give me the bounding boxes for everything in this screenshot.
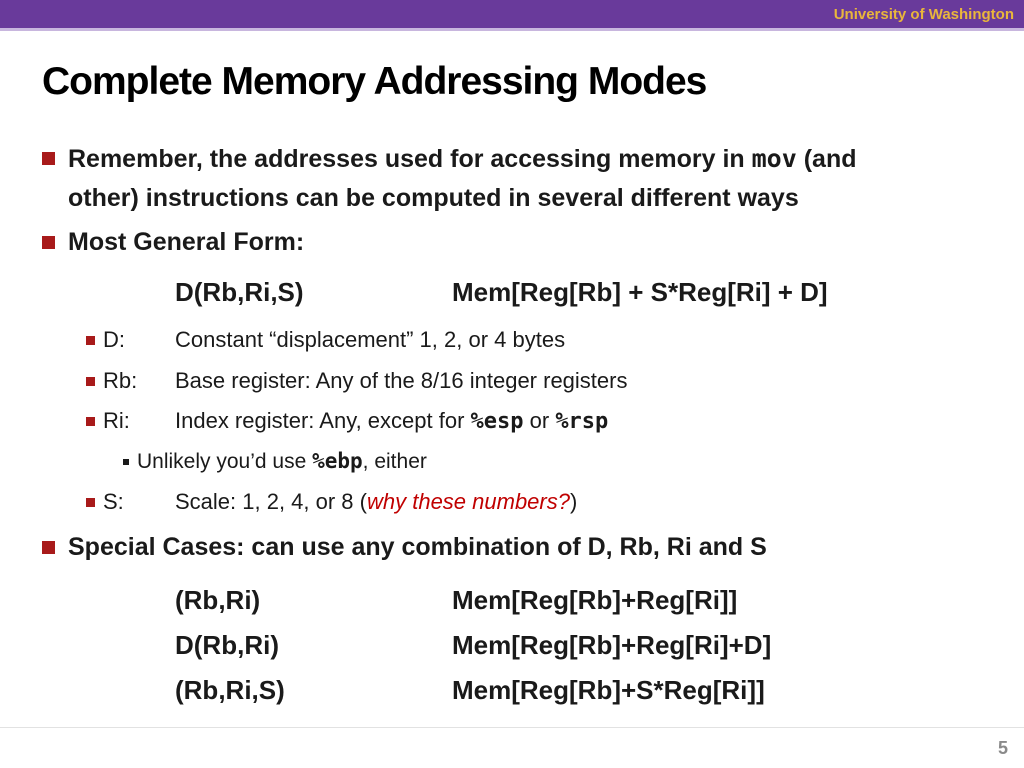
param-desc: Base register: Any of the 8/16 integer r… [175,368,628,393]
param-label: Ri: [103,408,130,433]
case-meaning: Mem[Reg[Rb]+Reg[Ri]] [452,585,738,615]
param-label: S: [103,489,124,514]
case-notation: D(Rb,Ri) [175,630,279,660]
text-run: ) [569,489,578,514]
param-label: D: [103,327,125,352]
rsp-code: %rsp [555,409,609,434]
mov-code: mov [751,144,797,173]
bullet-remember-text: Remember, the addresses used for accessi… [68,144,857,174]
text-run: , either [362,450,427,473]
param-desc: Scale: 1, 2, 4, or 8 ( [175,489,367,514]
bullet-special-cases-text: Special Cases: can use any combination o… [68,533,767,561]
param-desc: Index register: Any, except for [175,408,471,433]
param-s-text: S: Scale: 1, 2, 4, or 8 (why these number… [103,489,577,515]
form-meaning: Mem[Reg[Rb] + S*Reg[Ri] + D] [452,277,828,307]
institution-name: University of Washington [833,5,1014,23]
param-label: Rb: [103,368,138,393]
bullet-square-icon [42,152,55,165]
case-meaning: Mem[Reg[Rb]+S*Reg[Ri]] [452,675,765,705]
text-run: Remember, the addresses used for accessi… [68,145,752,173]
text-run: (and [796,145,857,173]
sub-bullet-square-icon [86,417,95,426]
sub-bullet-square-icon [86,336,95,345]
header-bar: University of Washington [0,0,1024,31]
ebp-code: %ebp [312,449,363,473]
esp-code: %esp [470,409,524,434]
case-notation: (Rb,Ri,S) [175,675,285,705]
case-notation: (Rb,Ri) [175,585,261,615]
text-run: Unlikely you’d use [137,450,313,473]
bullet-square-icon [42,541,55,554]
param-d-text: D: Constant “displacement” 1, 2, or 4 byt… [103,327,565,353]
form-notation: D(Rb,Ri,S) [175,277,304,307]
slide-title: Complete Memory Addressing Modes [42,60,707,103]
emphasis-question: why these numbers? [366,489,570,514]
tiny-bullet-square-icon [123,459,129,465]
sub-bullet-square-icon [86,498,95,507]
sub-bullet-square-icon [86,377,95,386]
page-number: 5 [997,738,1008,758]
bullet-square-icon [42,236,55,249]
footer-divider [0,727,1024,728]
case-meaning: Mem[Reg[Rb]+Reg[Ri]+D] [452,630,772,660]
param-desc-mid: or [523,408,556,433]
bullet-remember-text2: other) instructions can be computed in s… [68,184,799,212]
param-ri-text: Ri:Index register: Any, except for %esp … [103,408,608,434]
bullet-general-form-text: Most General Form: [68,228,305,256]
param-rb-text: Rb: Base register: Any of the 8/16 intege… [103,368,627,394]
note-ebp-text: Unlikely you’d use %ebp, either [137,449,427,474]
param-desc: Constant “displacement” 1, 2, or 4 bytes [175,327,566,352]
